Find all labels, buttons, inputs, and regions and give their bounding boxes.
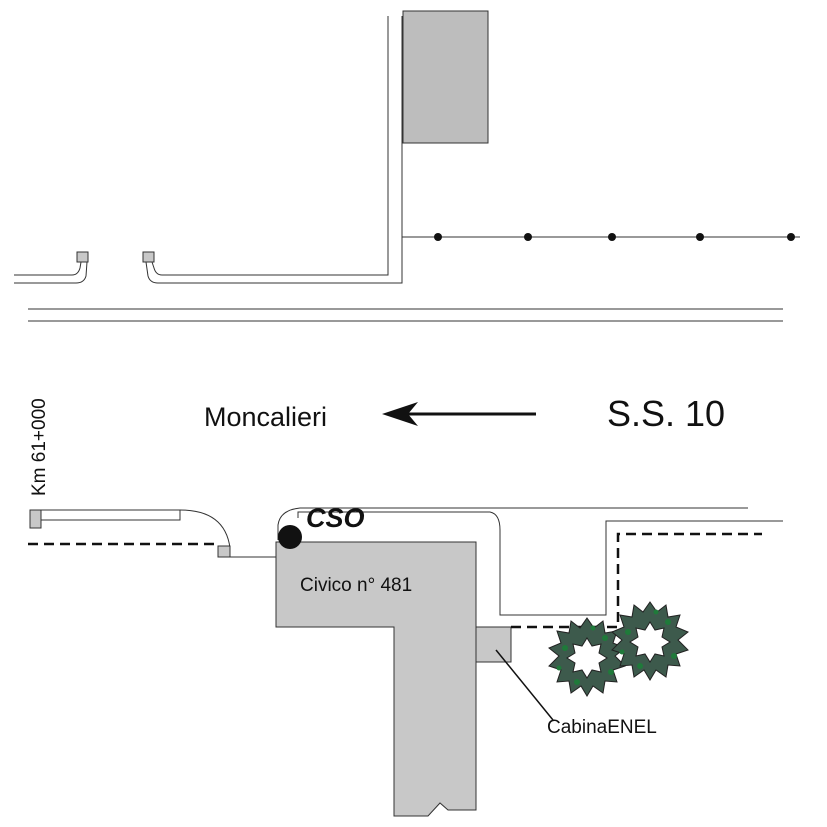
cabina-enel xyxy=(475,626,512,663)
north-west-curb-inner xyxy=(14,261,88,284)
shrub-icon xyxy=(611,601,689,681)
pole-dot-icon xyxy=(524,233,532,241)
shrub-icon xyxy=(548,617,626,697)
front-curb-inner xyxy=(297,511,783,616)
building-label: Civico n° 481 xyxy=(300,575,412,596)
site-code-label: CSO xyxy=(306,503,365,533)
pole-dot-icon xyxy=(608,233,616,241)
road-name: S.S. 10 xyxy=(607,393,725,434)
cabin-leader-line xyxy=(495,649,554,721)
direction-label: Moncalieri xyxy=(204,402,327,432)
north-road-edge-inner xyxy=(145,16,403,284)
km-marker: Km 61+000 xyxy=(29,398,50,496)
curb-post xyxy=(76,251,89,263)
north-west-curb xyxy=(14,261,82,276)
arrow-left-icon xyxy=(382,402,536,426)
pole-dot-icon xyxy=(787,233,795,241)
building-civico-481 xyxy=(275,541,477,817)
building-north xyxy=(402,10,489,144)
pole-dot-icon xyxy=(434,233,442,241)
south-west-curb xyxy=(41,509,231,549)
north-road-edge xyxy=(151,16,389,276)
pole-dot-icon xyxy=(696,233,704,241)
curb-post xyxy=(142,251,155,263)
cabin-label: CabinaENEL xyxy=(547,717,657,738)
property-boundary xyxy=(511,532,762,629)
curb-post xyxy=(217,545,231,558)
south-west-curb-inner xyxy=(41,510,181,521)
front-curb xyxy=(277,507,748,540)
curb-post xyxy=(29,509,42,529)
filled-circle-icon xyxy=(278,525,302,549)
